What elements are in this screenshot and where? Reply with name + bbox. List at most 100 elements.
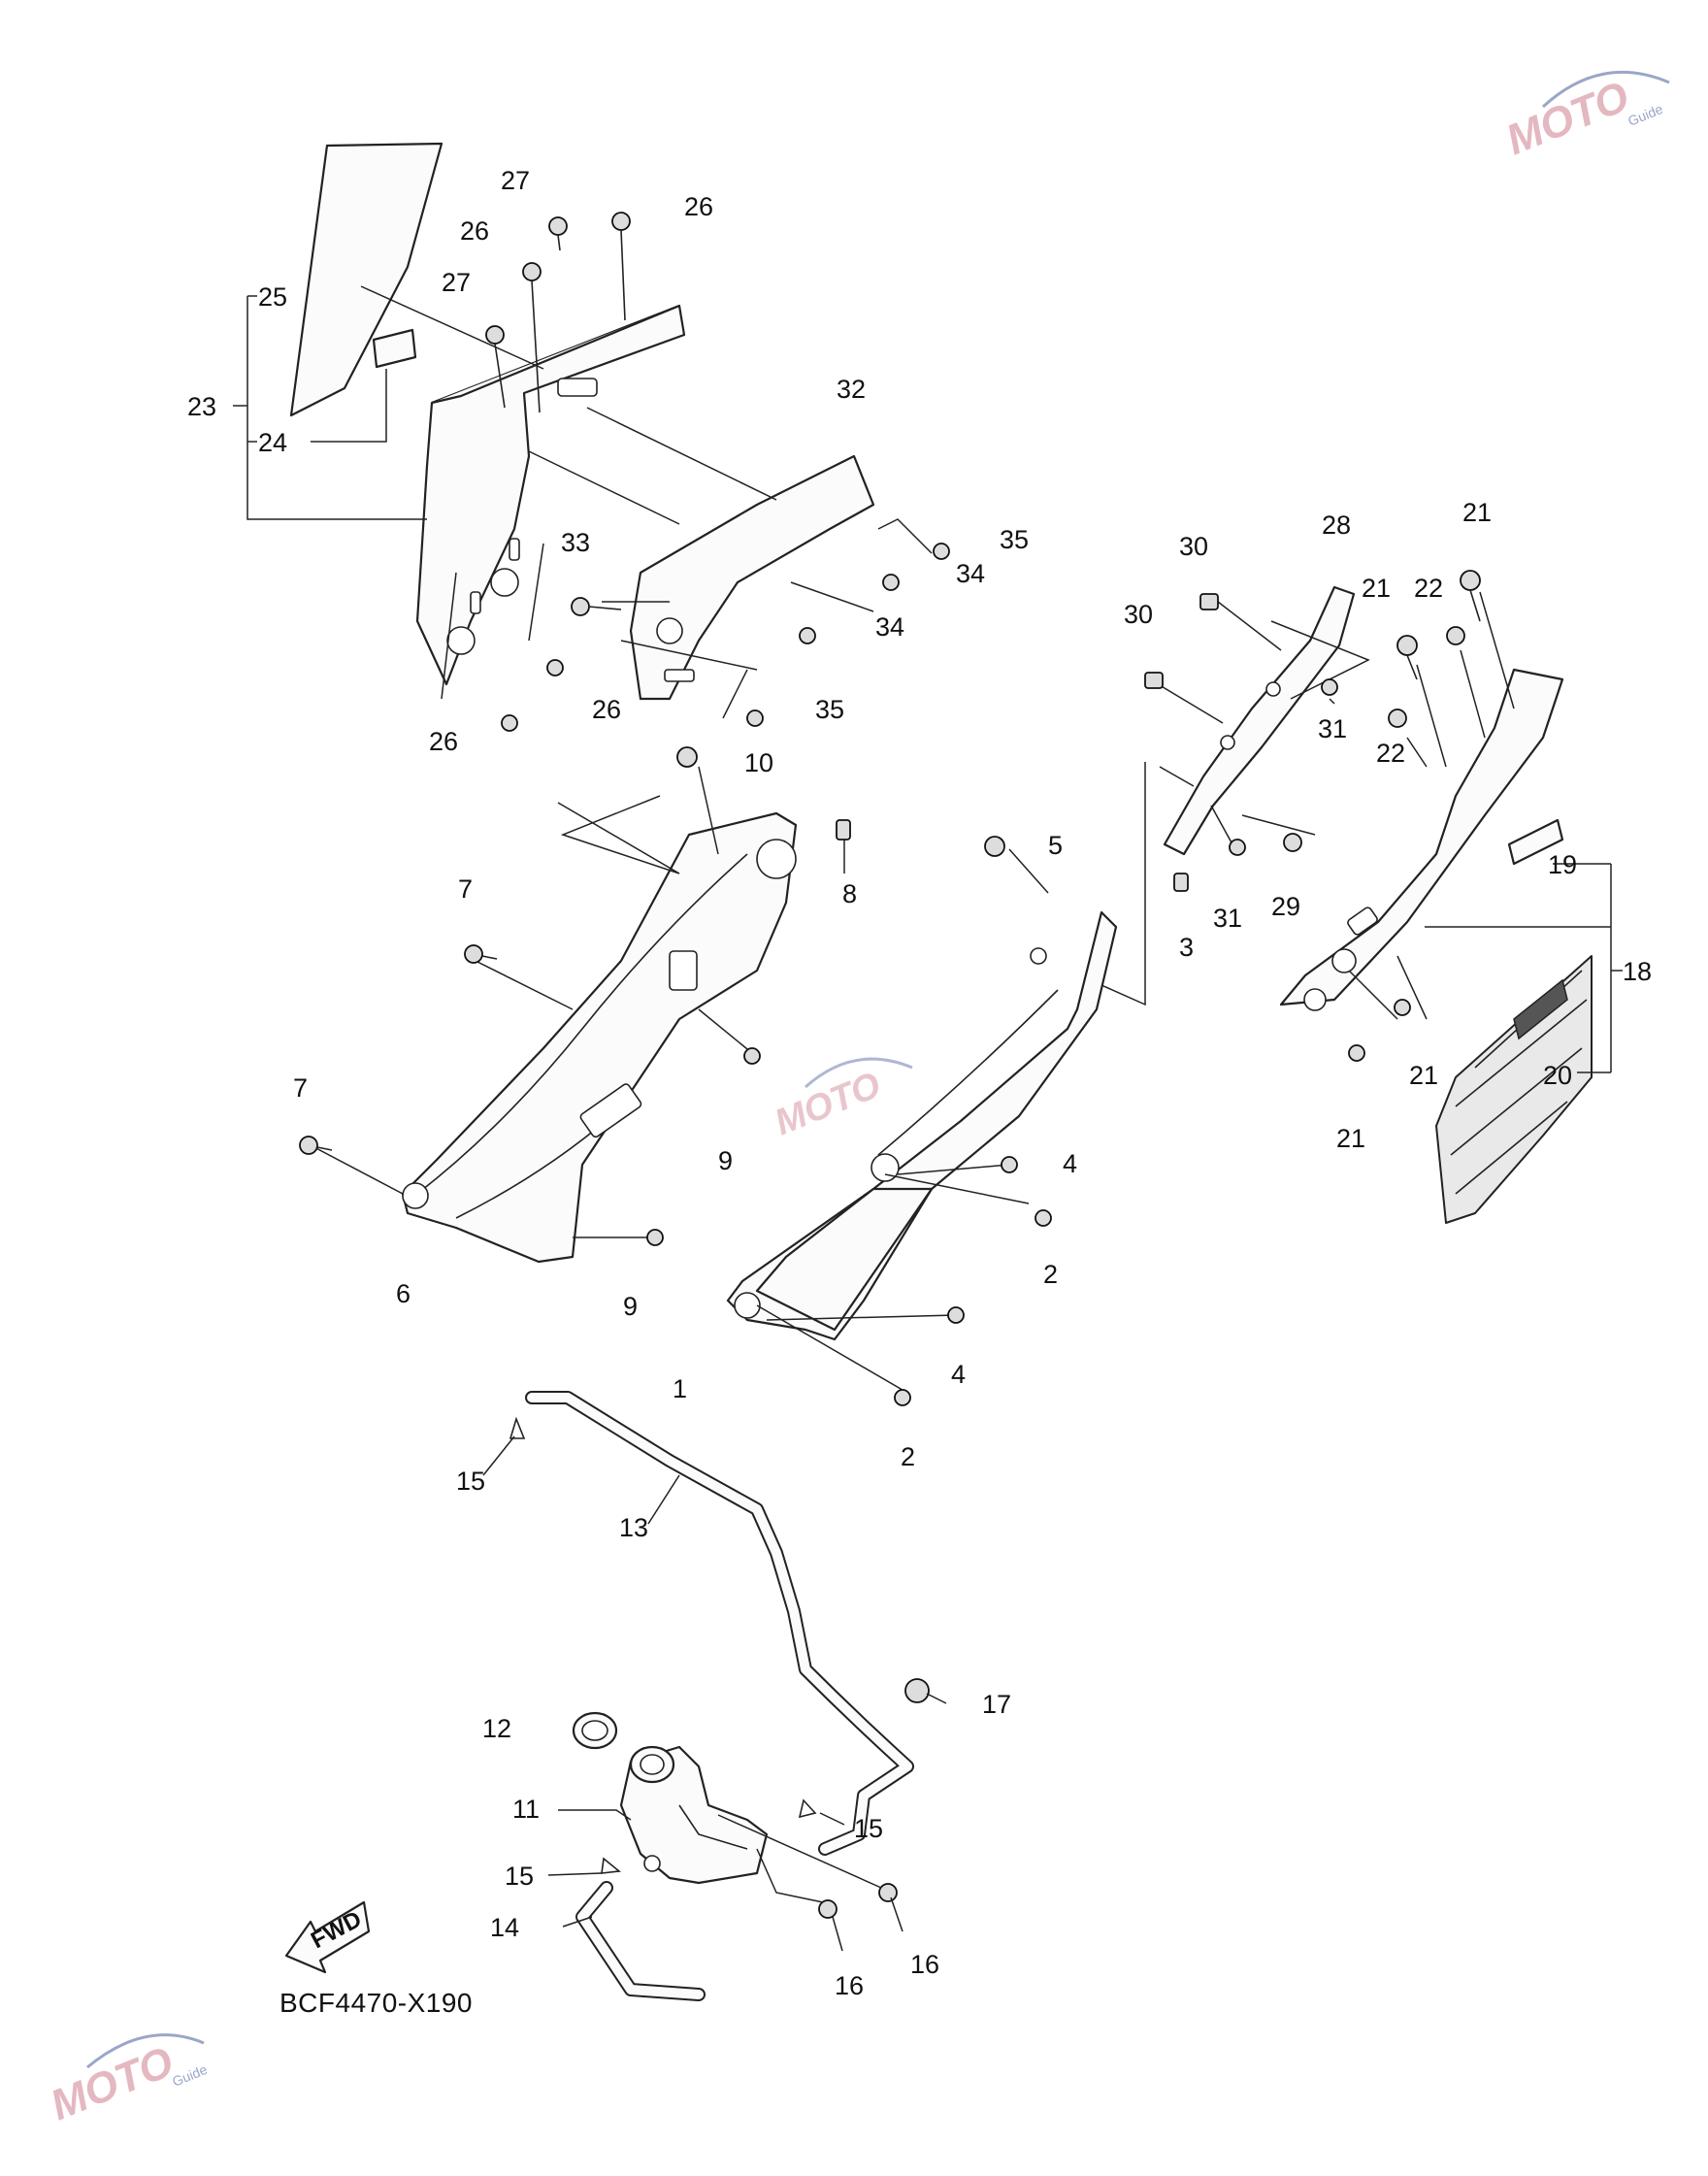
part-12-cap-ring <box>572 1711 618 1750</box>
screw-22-upper <box>1446 626 1465 645</box>
diagram-code: BCF4470-X190 <box>279 1988 473 2018</box>
screw-2-lower <box>894 1389 911 1406</box>
callout-31: 31 <box>1213 904 1242 933</box>
clip-15-left <box>601 1857 621 1874</box>
callout-7: 7 <box>293 1073 308 1103</box>
part-28-mounting-stay <box>1163 585 1356 856</box>
nut-30-lower <box>1144 672 1164 689</box>
callout-31: 31 <box>1318 714 1347 743</box>
callout-16: 16 <box>910 1950 939 1979</box>
screw-21-top <box>1460 570 1481 622</box>
clip-15-right <box>798 1798 817 1819</box>
callout-26: 26 <box>429 727 458 756</box>
part-20-emblem-decal <box>1435 955 1593 1224</box>
callout-35: 35 <box>815 695 844 724</box>
callout-labels: 1 2 2 3 4 4 5 6 7 7 8 9 9 10 11 12 13 14… <box>187 166 1652 2000</box>
nut-9-upper <box>743 1047 761 1065</box>
part-13-breather-hose <box>525 1391 914 1856</box>
screw-27-lower <box>485 325 506 409</box>
callout-32: 32 <box>837 375 866 404</box>
leader-lines-panel-6 <box>310 766 845 1238</box>
nut-9-lower <box>646 1229 664 1246</box>
screw-2-upper <box>1035 1209 1052 1227</box>
callout-1: 1 <box>673 1374 687 1403</box>
nut-4-lower <box>947 1306 965 1324</box>
nut-21-left <box>1348 1044 1365 1062</box>
callout-24: 24 <box>258 428 287 457</box>
part-6-left-side-panel <box>401 811 798 1264</box>
screw-7-upper <box>464 944 498 964</box>
callout-27: 27 <box>442 268 471 297</box>
watermark-logo-top-right: MOTO Guide <box>1499 70 1670 164</box>
callout-21: 21 <box>1462 498 1492 527</box>
screw-22-lower <box>1388 709 1407 728</box>
callout-30: 30 <box>1179 532 1208 561</box>
screw-27-upper <box>548 216 568 251</box>
callout-17: 17 <box>982 1690 1011 1719</box>
callout-29: 29 <box>1271 892 1300 921</box>
screw-26-left <box>522 262 542 413</box>
callout-4: 4 <box>951 1360 966 1389</box>
callout-19: 19 <box>1548 850 1577 879</box>
callout-3: 3 <box>1179 933 1194 962</box>
callout-26: 26 <box>460 216 489 246</box>
callout-21: 21 <box>1336 1124 1365 1153</box>
svg-text:MOTO: MOTO <box>770 1065 887 1143</box>
callout-bracket-18 <box>1425 863 1623 1073</box>
callout-2: 2 <box>901 1442 915 1471</box>
part-19-label <box>1507 818 1564 866</box>
screw-16-left <box>818 1899 838 1919</box>
leader-lines-lower <box>482 1435 947 1952</box>
clip-8 <box>836 819 851 841</box>
callout-14: 14 <box>490 1913 519 1942</box>
callout-6: 6 <box>396 1279 411 1308</box>
nut-35-b <box>746 709 764 727</box>
callout-25: 25 <box>258 282 287 312</box>
callout-4: 4 <box>1063 1149 1077 1178</box>
nut-31-upper <box>1321 678 1338 696</box>
callout-9: 9 <box>623 1292 638 1321</box>
callout-12: 12 <box>482 1714 511 1743</box>
callout-22: 22 <box>1376 739 1405 768</box>
part-18-side-cover-assy <box>1279 668 1564 1011</box>
callout-10: 10 <box>744 748 773 777</box>
callout-26: 26 <box>684 192 713 221</box>
nut-31-lower <box>1229 839 1246 856</box>
callout-5: 5 <box>1048 831 1063 860</box>
callout-15: 15 <box>854 1814 883 1843</box>
clip-3 <box>1173 873 1189 892</box>
callout-33: 33 <box>561 528 590 557</box>
callout-21: 21 <box>1409 1061 1438 1090</box>
leader-lines-top-left <box>360 285 933 719</box>
screw-29 <box>1283 833 1302 852</box>
callout-11: 11 <box>512 1795 540 1824</box>
part-23-side-cover-bracket <box>415 304 686 686</box>
nut-26-a <box>546 659 564 676</box>
callout-34: 34 <box>875 612 904 642</box>
screw-7-lower <box>299 1136 333 1155</box>
screw-26-top-right <box>611 212 631 321</box>
callout-28: 28 <box>1322 511 1351 540</box>
screw-10 <box>676 746 698 768</box>
callout-34: 34 <box>956 559 985 588</box>
screw-21-mid <box>1396 635 1418 680</box>
clip-15-top <box>509 1416 526 1439</box>
callout-7: 7 <box>458 874 473 904</box>
nut-34-a <box>882 574 900 591</box>
callout-15: 15 <box>456 1467 485 1496</box>
part-14-drain-hose <box>575 1881 706 2001</box>
callout-2: 2 <box>1043 1260 1058 1289</box>
part-1-side-frame <box>726 910 1118 1341</box>
svg-text:Guide: Guide <box>170 2061 210 2090</box>
callout-20: 20 <box>1543 1061 1572 1090</box>
callout-21: 21 <box>1362 574 1391 603</box>
nut-30-upper <box>1199 593 1219 610</box>
nut-34-b <box>799 627 816 644</box>
part-11-reservoir-tank <box>619 1745 769 1885</box>
nut-26-b <box>501 714 518 732</box>
callout-9: 9 <box>718 1146 733 1175</box>
callout-35: 35 <box>1000 525 1029 554</box>
clamp-17 <box>904 1678 930 1703</box>
callout-18: 18 <box>1623 957 1652 986</box>
